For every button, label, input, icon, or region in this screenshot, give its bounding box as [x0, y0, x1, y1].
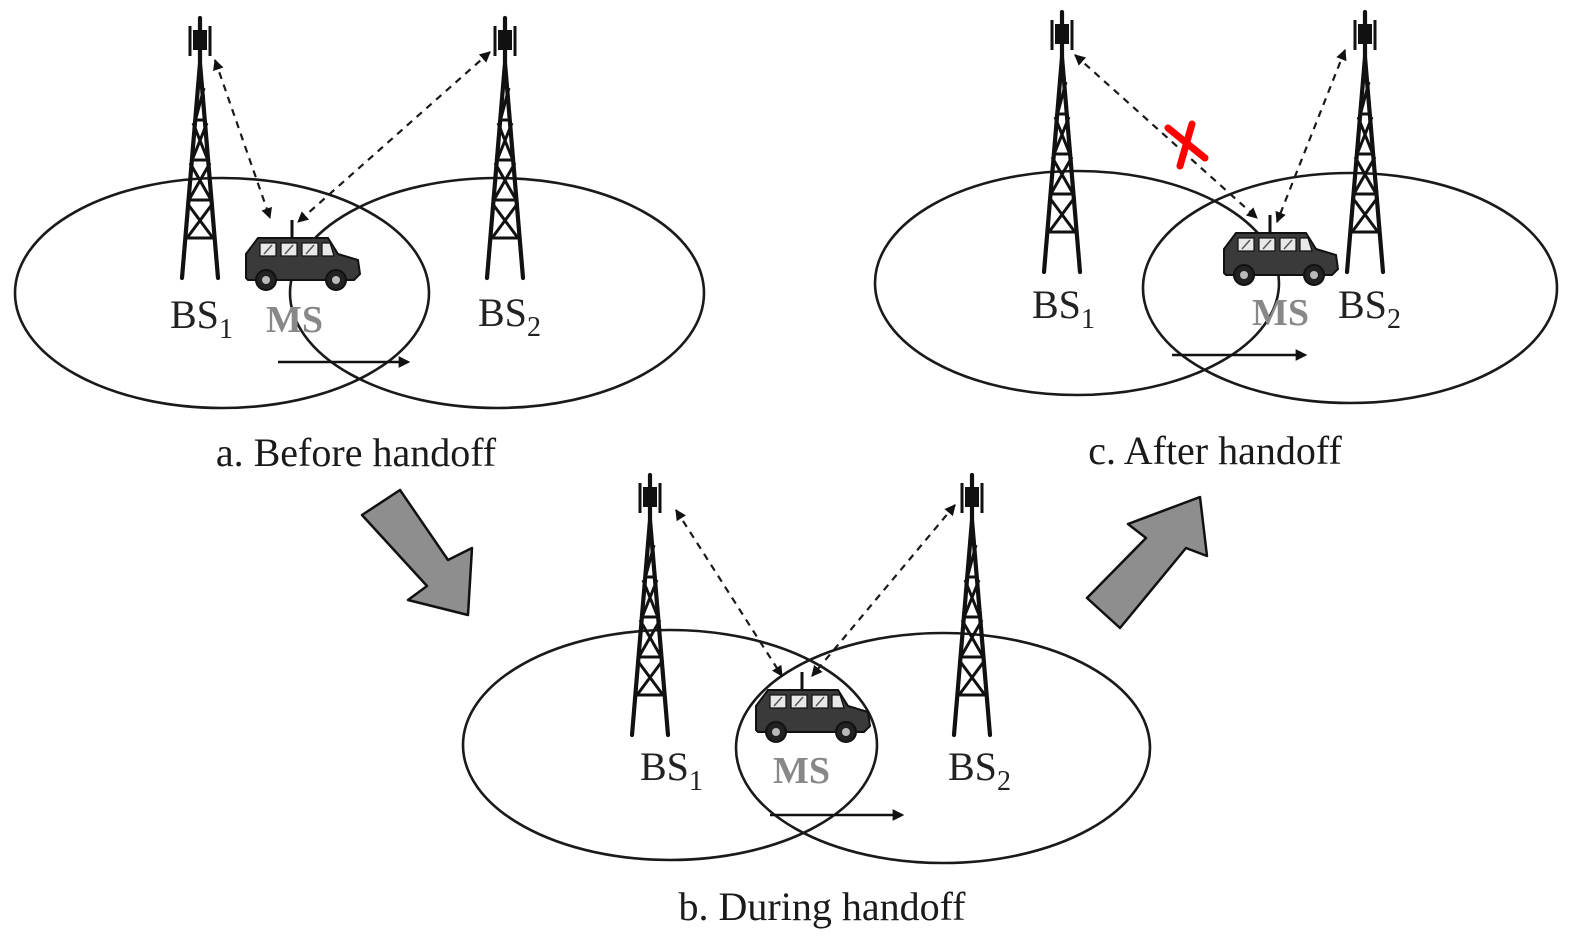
transition-arrow-icon [360, 488, 474, 617]
transition-arrow-icon [1085, 495, 1209, 630]
bs2-label: BS2 [478, 290, 541, 343]
panel-during-handoff: BS1 BS2 MS b. During handoff [461, 475, 1152, 929]
link-ms-bs2 [1275, 48, 1347, 224]
bs1-coverage-cell [13, 176, 431, 410]
bs2-coverage-cell [734, 631, 1152, 865]
ms-label: MS [266, 299, 323, 341]
panel-after-handoff: BS1 BS2 MS c. After handoff [873, 12, 1559, 473]
bs1-label: BS1 [170, 292, 233, 345]
antenna-tower-icon [632, 475, 668, 735]
antenna-tower-icon [487, 18, 523, 278]
antenna-tower-icon [1347, 12, 1383, 272]
bs1-label: BS1 [1032, 282, 1095, 335]
caption-before: a. Before handoff [216, 430, 497, 475]
link-ms-bs1-broken [1074, 54, 1258, 219]
caption-during: b. During handoff [679, 884, 967, 929]
bs1-label: BS1 [640, 744, 703, 797]
car-icon [244, 218, 362, 292]
caption-after: c. After handoff [1088, 428, 1342, 473]
antenna-tower-icon [1044, 12, 1080, 272]
link-ms-bs2 [297, 51, 491, 223]
link-ms-bs2 [811, 504, 956, 677]
bs2-coverage-cell [1141, 171, 1559, 405]
link-ms-bs1 [675, 509, 783, 677]
bs2-label: BS2 [1338, 282, 1401, 335]
panel-before-handoff: BS1 BS2 MS a. Before handoff [13, 18, 706, 475]
ms-label: MS [773, 750, 830, 792]
bs2-label: BS2 [948, 744, 1011, 797]
car-icon [1222, 213, 1340, 287]
bs1-coverage-cell [461, 628, 879, 862]
link-ms-bs1 [213, 58, 272, 220]
antenna-tower-icon [182, 18, 218, 278]
ms-label: MS [1252, 292, 1309, 334]
broken-link-x-icon [1164, 120, 1209, 170]
antenna-tower-icon [954, 475, 990, 735]
